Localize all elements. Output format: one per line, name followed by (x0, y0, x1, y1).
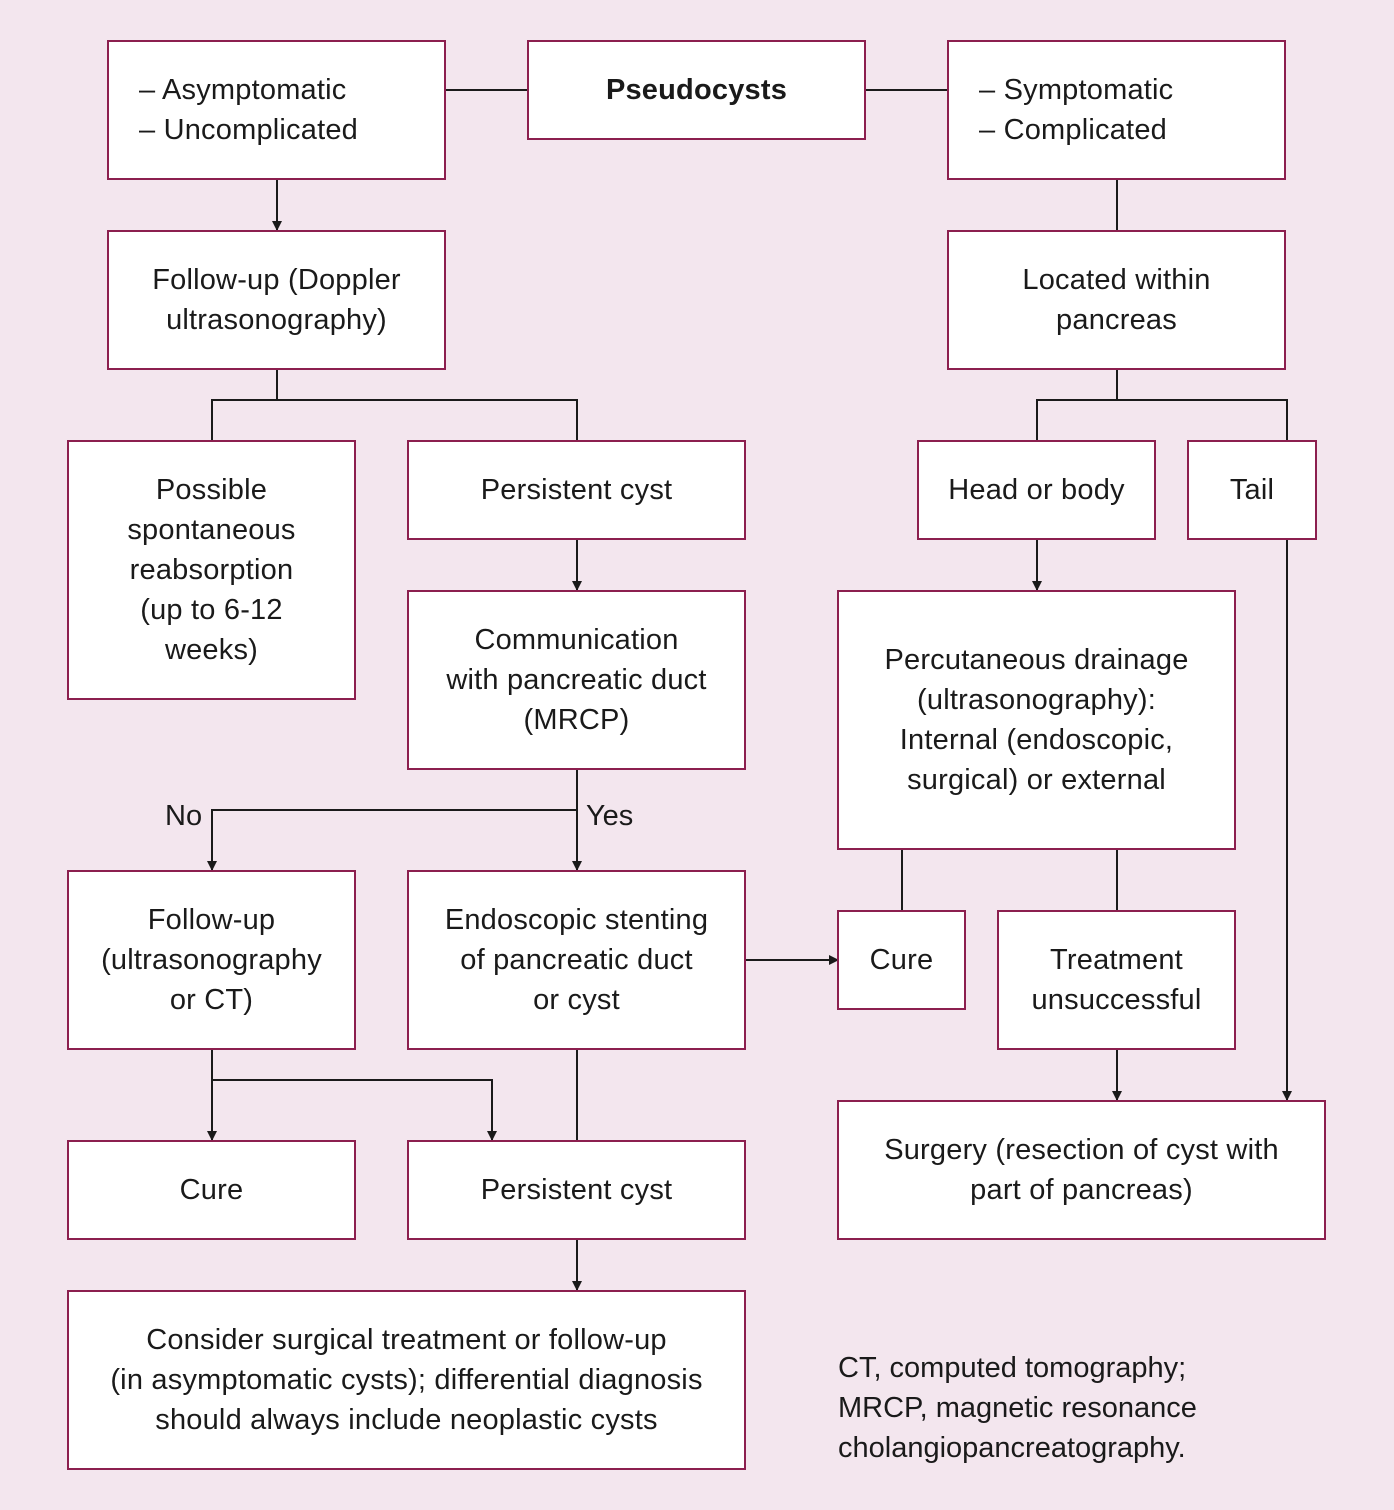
follow-up-us-ct-node: Follow-up (ultrasonography or CT) (67, 870, 356, 1050)
edge-label-no: No (165, 800, 203, 832)
cure-right-node: Cure (837, 910, 966, 1010)
symptomatic-node: – Symptomatic – Complicated (947, 40, 1286, 180)
split-located-head (1036, 370, 1118, 440)
abbreviations-footnote: CT, computed tomography; MRCP, magnetic … (838, 1352, 1197, 1464)
asymptomatic-node: – Asymptomatic – Uncomplicated (107, 40, 446, 180)
split-follow-up-doppler (211, 370, 278, 440)
split-follow-up-doppler-right (277, 399, 578, 440)
surgery-node: Surgery (resection of cyst with part of … (837, 1100, 1326, 1240)
located-within-pancreas-node: Located within pancreas (947, 230, 1286, 370)
persistent-cyst-2-node: Persistent cyst (407, 1140, 746, 1240)
arrow-to-persistent-cyst-2 (212, 1079, 497, 1141)
tail-node: Tail (1187, 440, 1317, 540)
head-or-body-node: Head or body (917, 440, 1156, 540)
edge-label-yes: Yes (586, 800, 634, 832)
possible-reabsorption-node: Possible spontaneous reabsorption (up to… (67, 440, 356, 700)
treatment-unsuccessful-node: Treatment unsuccessful (997, 910, 1236, 1050)
cure-left-node: Cure (67, 1140, 356, 1240)
percutaneous-drainage-node: Percutaneous drainage (ultrasonography):… (837, 590, 1236, 850)
communication-mrcp-node: Communication with pancreatic duct (MRCP… (407, 590, 746, 770)
pseudocysts-node: Pseudocysts (527, 40, 866, 140)
split-located-tail (1117, 399, 1288, 440)
follow-up-doppler-node: Follow-up (Doppler ultrasonography) (107, 230, 446, 370)
endoscopic-stenting-node: Endoscopic stenting of pancreatic duct o… (407, 870, 746, 1050)
persistent-cyst-node: Persistent cyst (407, 440, 746, 540)
arrow-no-to-follow-up (207, 809, 577, 871)
consider-surgical-node: Consider surgical treatment or follow-up… (67, 1290, 746, 1470)
